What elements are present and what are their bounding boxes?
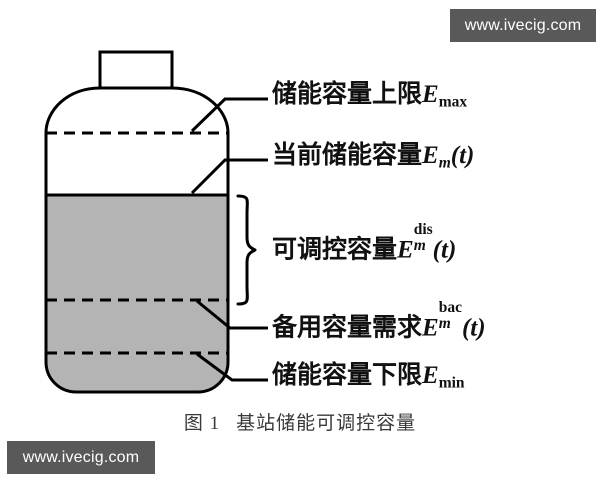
label-e-m-t-arg: (t) bbox=[450, 142, 475, 169]
label-e-m-bac-text: 备用容量需求 bbox=[272, 314, 423, 342]
battery-body-outline bbox=[44, 86, 230, 394]
label-e-m-t: 当前储能容量Em(t) bbox=[272, 143, 474, 171]
caption-title: 基站储能可调控容量 bbox=[236, 413, 417, 434]
label-e-m-t-symbol: E bbox=[422, 142, 439, 169]
label-e-min-symbol: E bbox=[422, 362, 439, 389]
label-e-m-dis-symbol: E bbox=[397, 236, 414, 264]
label-e-m-bac-superscript: bac bbox=[438, 299, 462, 317]
watermark-bottom-text: www.ivecig.com bbox=[22, 448, 140, 466]
leader-line-e-m bbox=[190, 158, 268, 195]
watermark-top: www.ivecig.com bbox=[450, 9, 596, 42]
leader-line-e-min bbox=[196, 352, 268, 382]
adjustable-capacity-fill bbox=[46, 195, 228, 392]
label-e-m-dis-text: 可调控容量 bbox=[272, 236, 398, 264]
leader-line-e-max bbox=[190, 97, 268, 133]
battery-terminal-cap bbox=[98, 50, 174, 88]
watermark-bottom: www.ivecig.com bbox=[7, 441, 155, 474]
label-e-m-bac-arg: (t) bbox=[461, 314, 486, 342]
label-e-max-subscript: max bbox=[438, 93, 468, 111]
watermark-top-text: www.ivecig.com bbox=[464, 16, 582, 34]
label-e-max-text: 储能容量上限 bbox=[272, 81, 423, 108]
label-e-m-dis-subscript: m bbox=[413, 236, 426, 254]
label-e-max: 储能容量上限Emax bbox=[272, 82, 467, 110]
caption-number: 图 1 bbox=[183, 413, 221, 434]
brace-adjustable-capacity bbox=[236, 194, 257, 306]
label-e-m-dis-superscript: dis bbox=[413, 221, 433, 239]
label-e-min-text: 储能容量下限 bbox=[272, 362, 423, 389]
label-e-m-bac-subscript: m bbox=[438, 314, 451, 332]
label-e-m-t-subscript: m bbox=[438, 154, 451, 172]
label-e-m-dis-arg: (t) bbox=[432, 236, 457, 264]
leader-line-e-m-bac bbox=[196, 299, 268, 330]
label-e-min: 储能容量下限Emin bbox=[272, 363, 465, 391]
label-e-min-subscript: min bbox=[438, 374, 465, 392]
label-e-m-bac-symbol: E bbox=[422, 314, 439, 342]
label-e-m-t-text: 当前储能容量 bbox=[272, 142, 423, 169]
figure-caption: 图 1 基站储能可调控容量 bbox=[0, 408, 600, 435]
label-e-max-symbol: E bbox=[422, 81, 439, 108]
